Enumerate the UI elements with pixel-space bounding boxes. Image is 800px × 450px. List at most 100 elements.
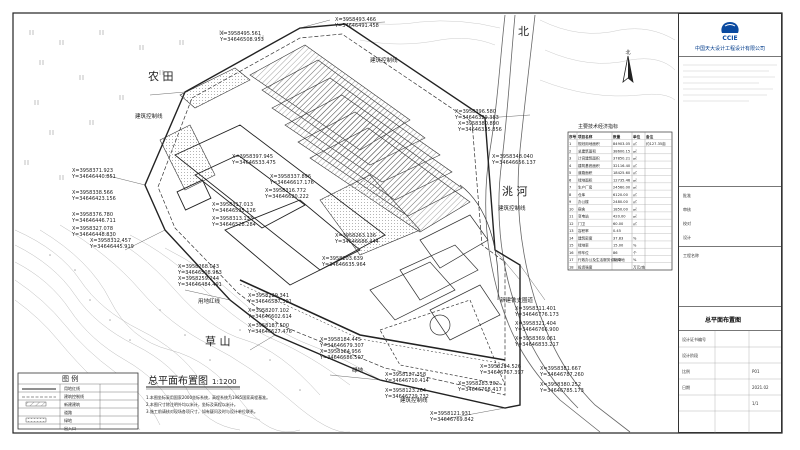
table-cell: ㎡ bbox=[633, 156, 637, 161]
control-line-label: 建筑控制线 bbox=[400, 396, 428, 404]
table-cell: 约127.35亩 bbox=[646, 141, 666, 146]
coord-label: X=3958268.043 bbox=[178, 264, 219, 270]
railway-label: 新建铁支圈道 bbox=[500, 296, 534, 304]
red-line-label: 用地红线 bbox=[198, 297, 221, 305]
table-cell: 仓库 bbox=[578, 192, 586, 197]
site-roads bbox=[369, 184, 506, 386]
coord-label: X=3958327.078 bbox=[72, 226, 113, 232]
legend-item-label: 绿地 bbox=[64, 417, 72, 423]
notes-area bbox=[679, 56, 781, 186]
building-blocks bbox=[159, 44, 471, 256]
coordinate-labels: X=3958493.466 Y=34646491.458 X=3958495.5… bbox=[71, 17, 584, 423]
table-cell: 9 bbox=[569, 200, 572, 204]
legend-title: 图 例 bbox=[62, 374, 78, 383]
notes-lines bbox=[683, 64, 777, 102]
drawing-scale: 1:1200 bbox=[212, 378, 237, 386]
drawing-title-block: 总平面布置图 1:1200 1.本图坐标采用国家2000坐标系统，高程系统为19… bbox=[146, 374, 270, 414]
approval-label: 批准 bbox=[683, 193, 691, 198]
table-cell: ㎡ bbox=[633, 221, 637, 226]
sheet-number: 1/1 bbox=[752, 401, 759, 406]
table-cell: 计容建筑面积 bbox=[578, 156, 600, 161]
table-cell: 8 bbox=[569, 193, 572, 197]
table-cell: 投资强度 bbox=[578, 265, 593, 270]
table-cell: ㎡ bbox=[633, 148, 637, 153]
table-cell: ㎡ bbox=[633, 185, 637, 190]
table-cell: % bbox=[633, 258, 637, 262]
coord-label: Y=34646528.284 bbox=[211, 222, 256, 228]
table-cell: 序号 bbox=[569, 134, 577, 139]
table-cell: 18 bbox=[569, 266, 574, 270]
coord-label: Y=34646833.217 bbox=[514, 342, 559, 348]
control-line-label: 建筑控制线 bbox=[370, 56, 398, 64]
coord-label: X=3958348.040 bbox=[492, 154, 533, 160]
drawing-date: 2021.02 bbox=[752, 385, 769, 390]
table-cell: 38600.15 bbox=[613, 149, 630, 153]
legend-item-label: 新建建筑 bbox=[64, 401, 80, 407]
coord-label: Y=34646785.173 bbox=[539, 388, 584, 394]
compass-north-label: 北 bbox=[626, 49, 631, 56]
note-line: 2.本图尺寸除注明外均以米计，坐标及高程以米计。 bbox=[146, 401, 238, 407]
check-label: 校对 bbox=[683, 221, 691, 226]
table-cell: 规划用地面积 bbox=[578, 141, 600, 146]
coord-label: Y=34646729.732 bbox=[384, 394, 429, 400]
farmland-symbols bbox=[24, 30, 264, 180]
meta-grid bbox=[679, 331, 781, 433]
coord-label: X=3958123.264 bbox=[385, 388, 426, 394]
table-title: 主要技术经济指标 bbox=[578, 123, 618, 130]
coord-label: X=3958121.931 bbox=[430, 411, 471, 417]
coord-label: X=3958259.244 bbox=[178, 276, 219, 282]
table-cell: 12 bbox=[569, 222, 574, 226]
table-cell: ㎡ bbox=[633, 177, 637, 182]
coord-label: Y=34646679.307 bbox=[319, 343, 364, 349]
date-label: 日期 bbox=[682, 385, 690, 390]
coord-label: X=3958380.252 bbox=[540, 382, 581, 388]
logo-text: CCIE bbox=[722, 35, 737, 42]
note-line: 1.本图坐标采用国家2000坐标系统，高程系统为1985国家高程基准。 bbox=[146, 394, 270, 400]
coord-label: X=3958203.639 bbox=[322, 256, 363, 262]
table-cell: 420.00 bbox=[613, 215, 626, 219]
coord-label: Y=34646768.417 bbox=[457, 387, 502, 393]
coord-label: X=3958207.102 bbox=[248, 308, 289, 314]
table-cell: 0.45 bbox=[613, 229, 621, 233]
table-cell: 2 bbox=[569, 149, 571, 153]
drawing-title: 总平面布置图 bbox=[148, 374, 208, 387]
coord-label: Y=34646440.851 bbox=[71, 174, 116, 180]
table-cell: 15 bbox=[569, 244, 574, 248]
table-cell: 办公楼 bbox=[578, 199, 589, 204]
coord-label: Y=34646602.614 bbox=[247, 314, 292, 320]
table-cell: ㎡ bbox=[633, 199, 637, 204]
table-cell: 86 bbox=[613, 251, 618, 255]
coord-label: Y=34646535.126 bbox=[211, 208, 256, 214]
coord-label: Y=34646491.458 bbox=[334, 23, 379, 29]
coord-label: X=3958184.956 bbox=[320, 349, 361, 355]
coord-label: X=3958263.136 bbox=[335, 233, 376, 239]
coord-label: X=3958127.358 bbox=[385, 372, 426, 378]
table-cell: 宿舍 bbox=[578, 206, 586, 211]
river bbox=[485, 14, 631, 433]
project-label: 工程名称 bbox=[683, 253, 699, 258]
table-cell: % bbox=[633, 236, 637, 240]
legend-item-label: 建筑控制线 bbox=[64, 393, 84, 399]
table-cell: 道路面积 bbox=[578, 170, 593, 175]
coord-label: Y=34646710.414 bbox=[384, 378, 429, 384]
north-label: 北 bbox=[518, 25, 529, 38]
project-section: 工程名称 bbox=[679, 246, 781, 306]
table-cell: 37.83 bbox=[613, 236, 623, 240]
coord-label: Y=34646627.476 bbox=[247, 329, 292, 335]
coord-label: Y=34646587.391 bbox=[247, 299, 292, 305]
coord-label: X=3958381.667 bbox=[540, 366, 581, 372]
ccie-logo-icon: CCIE bbox=[721, 22, 739, 42]
coord-label: Y=34646617.176 bbox=[269, 180, 314, 186]
table-cell: 1850.00 bbox=[613, 207, 629, 211]
table-cell: 个 bbox=[633, 250, 637, 255]
coord-label: Y=34646767.397 bbox=[479, 370, 524, 376]
table-cell: ㎡ bbox=[633, 214, 637, 219]
coord-label: Y=34646787.260 bbox=[539, 372, 584, 378]
green-label: 绿地 bbox=[352, 366, 364, 374]
table-cell: 32116.40 bbox=[613, 164, 631, 168]
coord-label: X=3958396.580 bbox=[455, 109, 496, 115]
coordinate-leaders bbox=[104, 19, 546, 421]
table-cell: 18425.60 bbox=[613, 171, 631, 175]
